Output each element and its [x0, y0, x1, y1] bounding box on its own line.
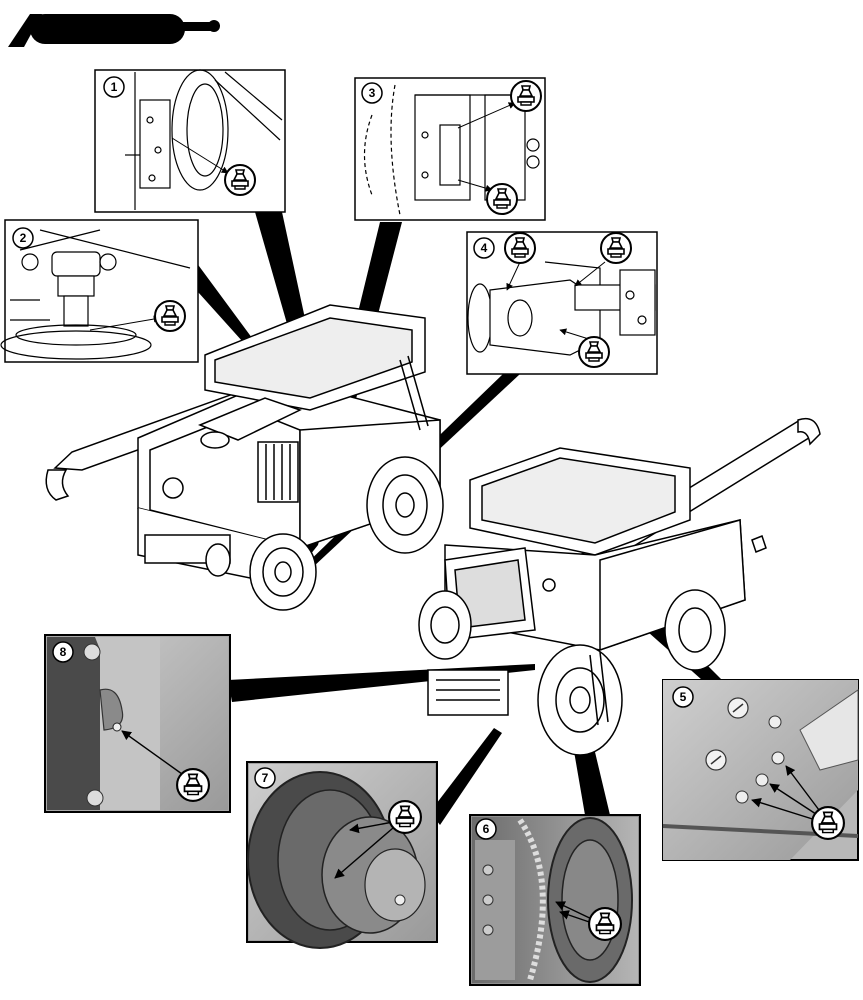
callout-5: 5	[680, 690, 687, 704]
inset-7: 7	[246, 761, 438, 949]
callout-8: 8	[60, 645, 67, 659]
grease-fitting-icon	[388, 800, 422, 834]
inset-6: 6	[469, 814, 641, 986]
grease-fitting-icon	[224, 164, 256, 196]
callout-4: 4	[481, 241, 488, 255]
callout-2: 2	[20, 231, 27, 245]
callout-1: 1	[111, 80, 118, 94]
grease-fitting-icon	[588, 907, 622, 941]
leader-7	[430, 728, 502, 825]
callout-7: 7	[262, 771, 269, 785]
combine-front-view	[418, 417, 821, 756]
grease-fitting-icon	[811, 806, 845, 840]
callout-3: 3	[369, 86, 376, 100]
callout-6: 6	[483, 822, 490, 836]
grease-fitting-icon	[578, 336, 610, 368]
grease-fitting-icon	[154, 300, 186, 332]
grease-fitting-icon	[486, 183, 518, 215]
grease-fitting-icon	[504, 232, 536, 264]
inset-2: 2	[0, 219, 199, 363]
grease-fitting-icon	[600, 232, 632, 264]
inset-3: 3	[354, 77, 546, 221]
grease-gun-icon	[8, 14, 220, 47]
grease-fitting-icon	[176, 768, 210, 802]
inset-1: 1	[94, 69, 286, 213]
combine-rear-view	[45, 304, 444, 611]
inset-8: 8	[44, 634, 231, 813]
inset-4: 4	[466, 231, 658, 375]
grease-fitting-icon	[510, 80, 542, 112]
inset-5: 5	[662, 679, 859, 861]
